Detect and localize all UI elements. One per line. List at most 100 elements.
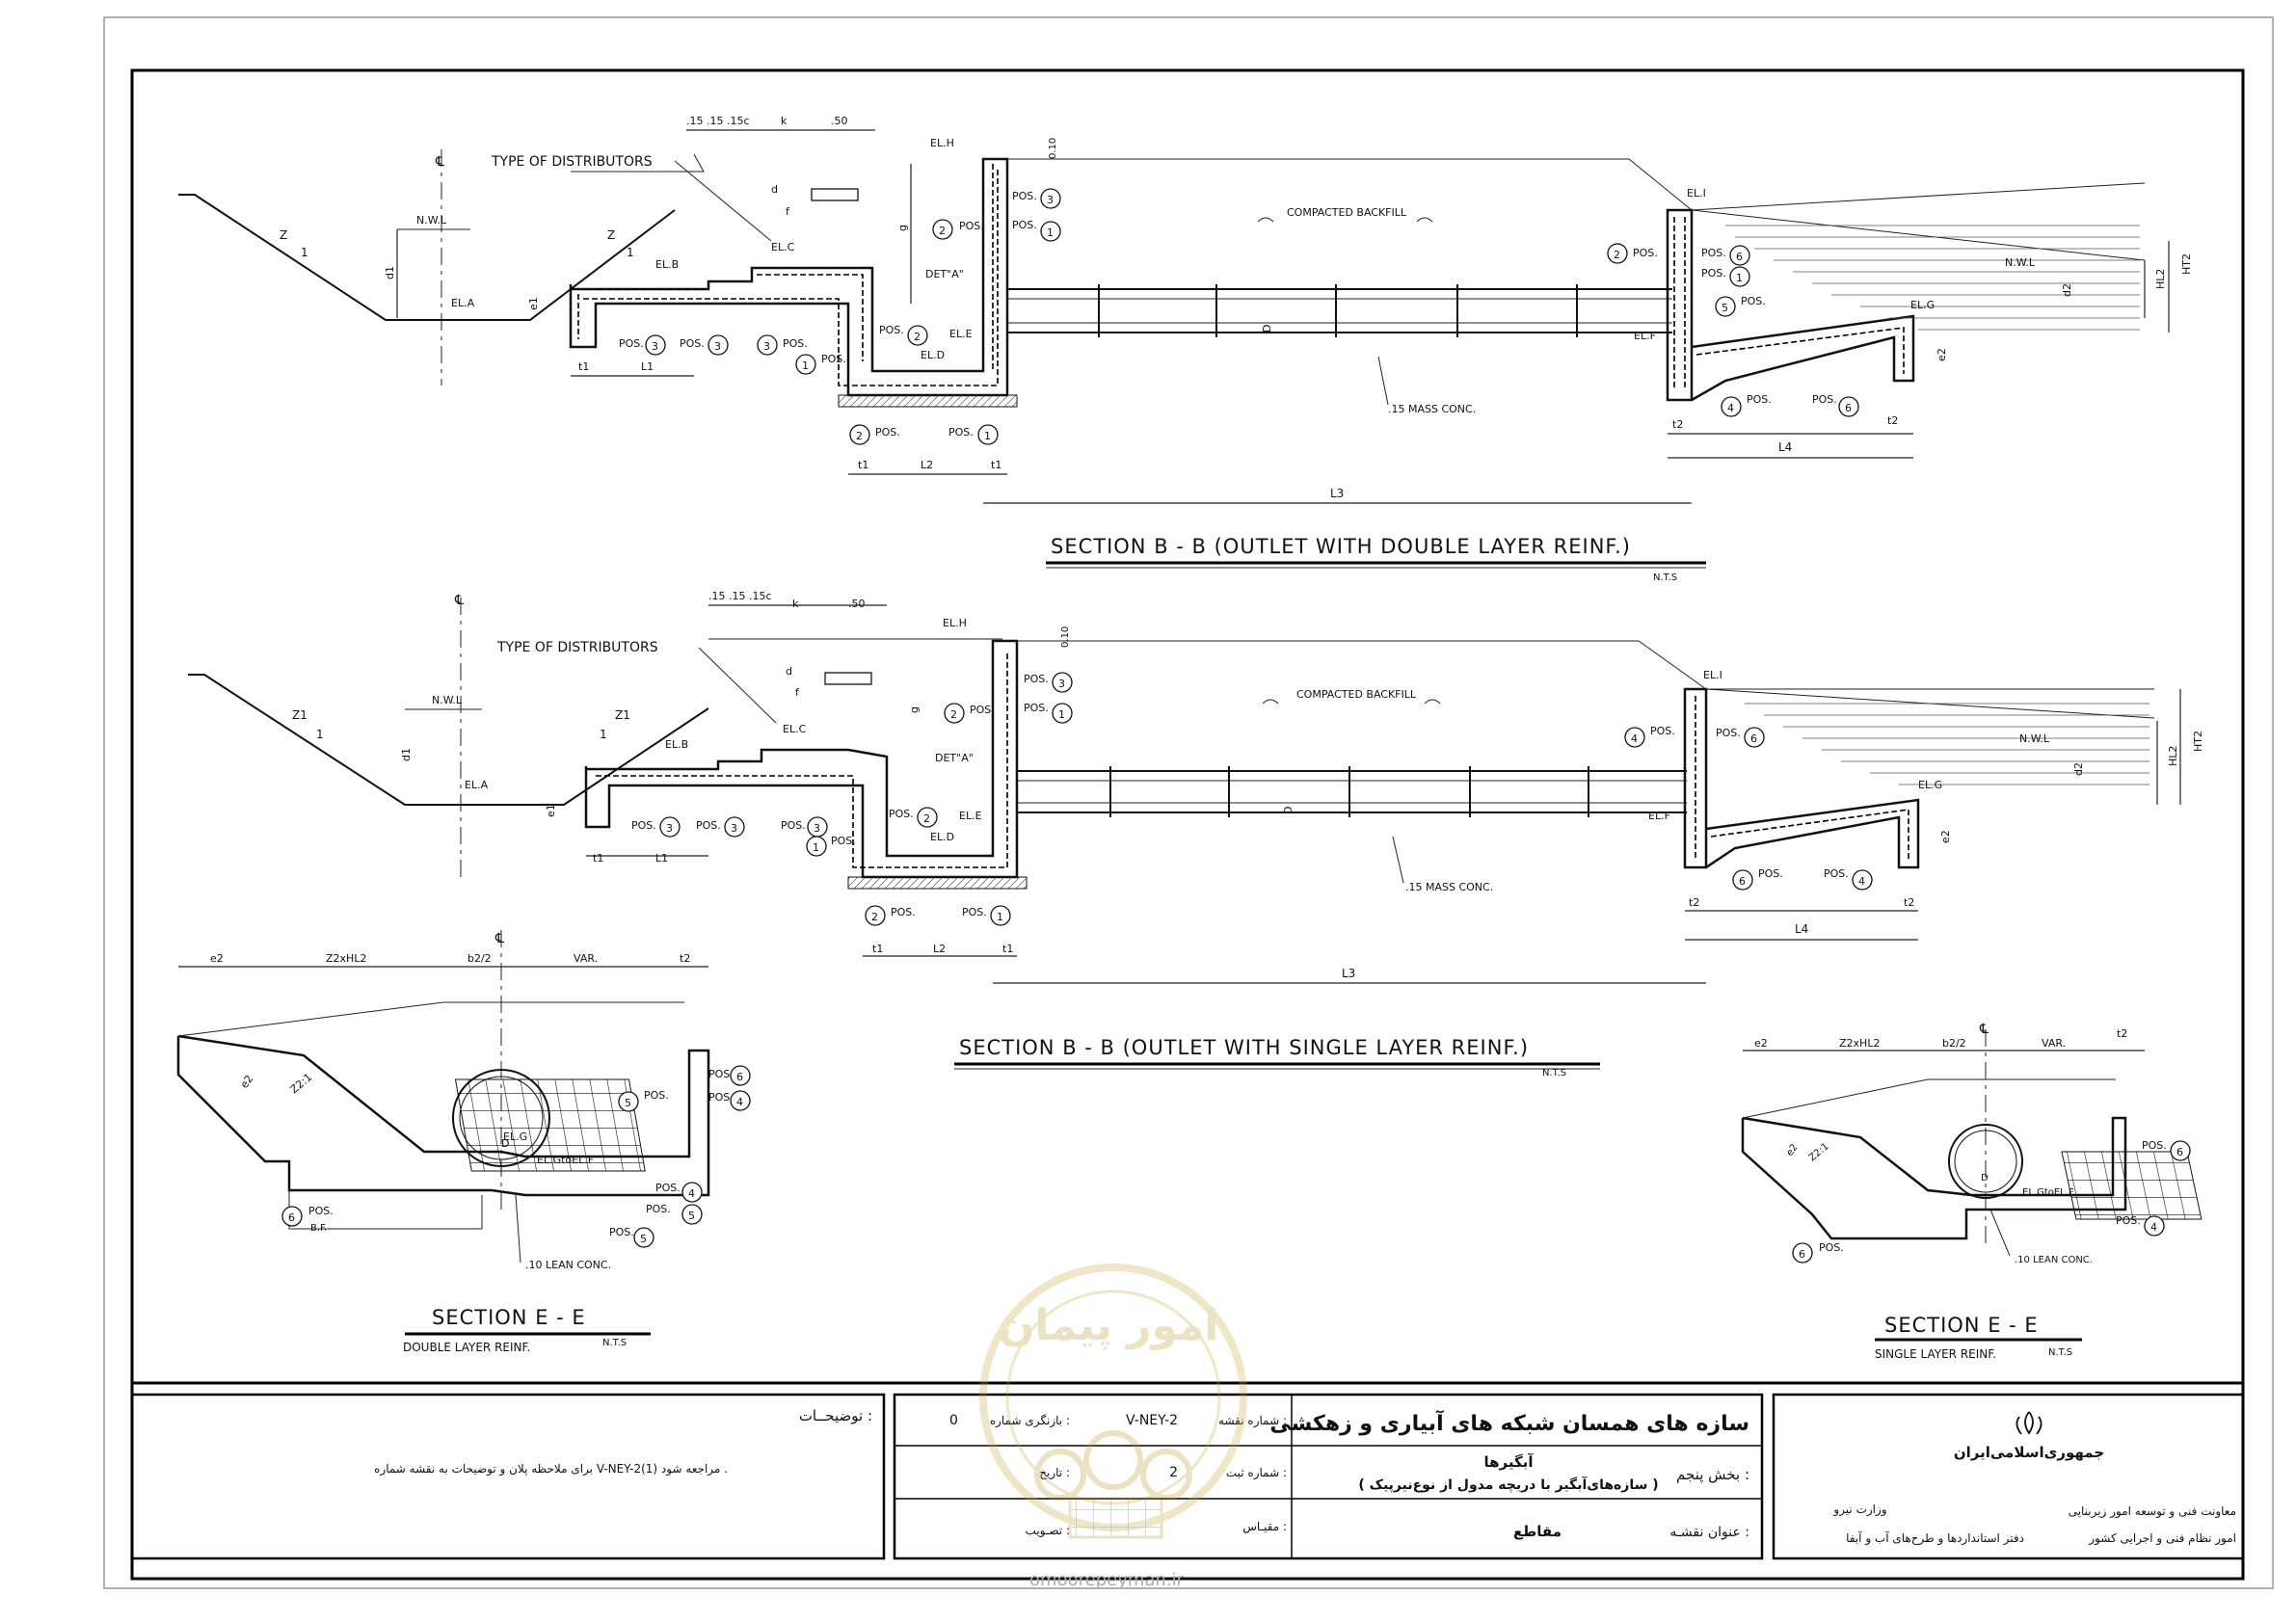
svg-text:N.W.L: N.W.L [2019, 732, 2050, 745]
svg-text:t2: t2 [1689, 896, 1699, 909]
svg-text:EL.G: EL.G [1918, 779, 1942, 791]
svg-text:d1: d1 [384, 266, 396, 279]
svg-text:3: 3 [666, 822, 673, 835]
svg-text:L2: L2 [933, 943, 946, 955]
svg-text:1: 1 [1736, 272, 1743, 284]
svg-text:Z1: Z1 [615, 708, 630, 722]
svg-text:VAR.: VAR. [574, 952, 598, 965]
svg-text:d: d [771, 183, 778, 196]
svg-text:EL.A: EL.A [465, 779, 489, 791]
type-of-distributors: TYPE OF DISTRIBUTORS [491, 154, 653, 170]
svg-text:POS.: POS. [821, 353, 846, 365]
section-e-double: e2 Z2xHL2 b2/2 VAR. t2 ℄ D EL.G EL.GtoEL… [176, 930, 751, 1354]
svg-text:POS.: POS. [1650, 725, 1675, 737]
svg-text:POS.: POS. [1812, 393, 1837, 406]
svg-text:e2: e2 [238, 1073, 256, 1091]
svg-text:POS.: POS. [696, 819, 721, 832]
svg-text:4: 4 [1727, 402, 1734, 414]
svg-text:t2: t2 [1672, 418, 1683, 431]
svg-text:POS.: POS. [631, 819, 656, 832]
svg-text:3: 3 [1058, 678, 1065, 690]
svg-text:3: 3 [1047, 194, 1054, 206]
outer-frame [103, 16, 2274, 1589]
svg-text:POS.: POS. [889, 808, 914, 820]
svg-text:POS.: POS. [879, 324, 904, 336]
svg-text:L1: L1 [641, 360, 654, 373]
svg-text:POS.: POS. [1716, 727, 1741, 739]
svg-text:POS.: POS. [708, 1091, 734, 1104]
svg-text:.50: .50 [848, 598, 866, 610]
record-number: 2 [1169, 1465, 1178, 1480]
svg-text:POS.: POS. [1741, 295, 1766, 307]
svg-text:بخش پنجم :: بخش پنجم : [1676, 1466, 1749, 1484]
svg-text:EL.B: EL.B [655, 258, 679, 271]
svg-text:0.10: 0.10 [1048, 138, 1058, 159]
svg-text:t1: t1 [991, 459, 1001, 471]
svg-text:وزارت نیرو: وزارت نیرو [1832, 1503, 1886, 1517]
svg-text:6: 6 [2176, 1146, 2183, 1158]
svg-text:شماره نقشه :: شماره نقشه : [1218, 1414, 1287, 1428]
svg-text:6: 6 [1799, 1248, 1805, 1261]
svg-text:HL2: HL2 [2154, 269, 2167, 289]
svg-text:t1: t1 [858, 459, 868, 471]
svg-text:POS.: POS. [970, 704, 995, 716]
svg-text:3: 3 [763, 340, 770, 353]
svg-text:POS.: POS. [1824, 867, 1849, 880]
svg-text:6: 6 [1845, 402, 1852, 414]
svg-text:5: 5 [640, 1233, 647, 1245]
svg-text:D: D [1282, 807, 1295, 814]
svg-text:1: 1 [301, 246, 308, 259]
svg-text:g: g [908, 706, 921, 713]
svg-text:N.T.S: N.T.S [602, 1338, 627, 1348]
svg-text:4: 4 [2150, 1221, 2157, 1234]
svg-text:6: 6 [288, 1211, 295, 1224]
svg-text:3: 3 [731, 822, 737, 835]
centerline-symbol: ℄ [435, 154, 444, 170]
svg-text:POS.: POS. [1012, 190, 1037, 202]
svg-text:e2: e2 [1939, 830, 1952, 843]
svg-text:L4: L4 [1795, 922, 1808, 936]
svg-text:b2/2: b2/2 [467, 952, 492, 965]
svg-text:d2: d2 [2061, 283, 2073, 297]
compacted-backfill-label: COMPACTED BACKFILL [1287, 206, 1407, 219]
svg-text:e2: e2 [210, 952, 224, 965]
svg-text:t2: t2 [1887, 414, 1898, 427]
svg-text:e1: e1 [527, 297, 540, 310]
svg-text:SINGLE LAYER REINF.: SINGLE LAYER REINF. [1875, 1347, 1996, 1361]
svg-text:POS.: POS. [962, 906, 987, 918]
svg-text:B.F.: B.F. [310, 1223, 327, 1234]
part-title: آبگیرها [1484, 1453, 1535, 1471]
centerline-symbol-2: ℄ [454, 593, 464, 608]
svg-text:EL.I: EL.I [1703, 669, 1722, 681]
svg-text:6: 6 [736, 1071, 743, 1083]
svg-text:f: f [786, 205, 790, 218]
svg-text:b2/2: b2/2 [1942, 1037, 1966, 1050]
svg-text:EL.C: EL.C [783, 723, 807, 735]
svg-text:t1: t1 [872, 943, 883, 955]
svg-text:N.T.S: N.T.S [1542, 1068, 1566, 1078]
svg-text:D: D [1981, 1173, 1989, 1184]
inner-frame [130, 68, 2245, 1581]
svg-text:t1: t1 [578, 360, 589, 373]
svg-text:POS.: POS. [708, 1068, 734, 1080]
svg-text:1: 1 [1058, 708, 1065, 721]
svg-text:EL.G: EL.G [1910, 299, 1935, 311]
svg-text:Z2xHL2: Z2xHL2 [1839, 1037, 1880, 1050]
section-b-double-title: SECTION B - B (OUTLET WITH DOUBLE LAYER … [1051, 535, 1631, 558]
svg-text:1: 1 [627, 246, 634, 259]
svg-text:POS.: POS. [1024, 702, 1049, 714]
svg-text:3: 3 [814, 822, 820, 835]
svg-text:.10 LEAN CONC.: .10 LEAN CONC. [2015, 1255, 2093, 1265]
svg-text:.15 .15 .15c: .15 .15 .15c [686, 115, 750, 127]
svg-text:t1: t1 [1002, 943, 1013, 955]
svg-text:POS.: POS. [646, 1203, 671, 1215]
section-b-double: ℄ Z 1 Z 1 N.W.L EL.A d1 e1 D N.W.L [178, 115, 2193, 583]
svg-text:2: 2 [923, 812, 930, 825]
svg-text:N.W.L: N.W.L [2005, 256, 2036, 269]
svg-text:EL.A: EL.A [451, 297, 475, 309]
svg-text:Z: Z [607, 228, 615, 242]
svg-text:EL.F: EL.F [1634, 330, 1656, 342]
svg-text:TYPE OF DISTRIBUTORS: TYPE OF DISTRIBUTORS [496, 640, 658, 655]
svg-text:2: 2 [950, 708, 957, 721]
